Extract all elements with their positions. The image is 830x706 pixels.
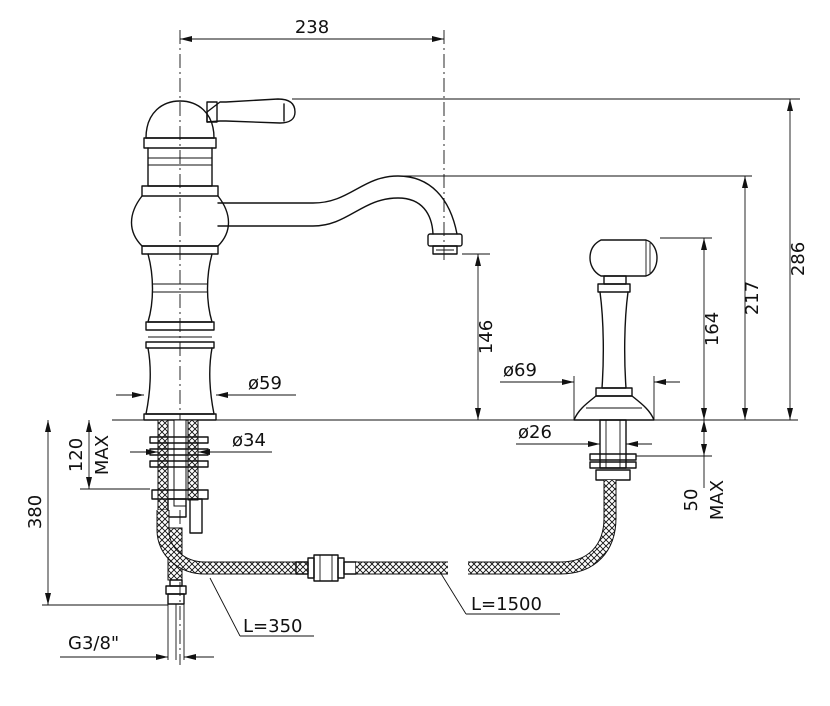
- label-shower-height: 164: [702, 312, 723, 346]
- lever-handle: [206, 98, 296, 124]
- dim-outlet-height: [475, 254, 481, 420]
- label-hose-right: L=1500: [471, 594, 542, 615]
- leader-hose-left: [209, 577, 314, 637]
- extension-lines-right: [292, 98, 800, 255]
- dim-shower-base-diameter: [500, 376, 680, 420]
- label-hole-left: ø34: [232, 430, 266, 451]
- leader-hose-right: [439, 571, 560, 615]
- label-spout-reach: 238: [295, 17, 329, 38]
- mixer-body: [130, 98, 296, 421]
- label-shower-base-diameter: ø69: [503, 360, 537, 381]
- dim-total-height: [787, 99, 793, 420]
- label-outlet-height: 146: [476, 320, 497, 354]
- hose-left: [156, 510, 308, 575]
- dim-spout-reach: [180, 36, 444, 42]
- label-max-deck-right-max: MAX: [707, 480, 728, 520]
- label-max-deck-left-value: 120: [66, 438, 87, 472]
- label-max-deck-right-value: 50: [681, 489, 702, 512]
- dim-hole-left: [130, 449, 272, 455]
- label-hole-right: ø26: [518, 422, 552, 443]
- label-max-deck-left-max: MAX: [92, 435, 113, 475]
- dim-shower-height: [701, 238, 707, 420]
- dim-tail-length: [42, 420, 168, 606]
- dim-max-deck-right: [636, 420, 712, 488]
- label-body-diameter: ø59: [248, 373, 282, 394]
- dim-hole-right: [516, 441, 652, 447]
- label-thread: G3/8": [68, 633, 119, 654]
- hose-right: [356, 480, 617, 575]
- dim-spout-height: [742, 176, 748, 420]
- shower-shank: [589, 419, 637, 481]
- hose-connector: [295, 554, 357, 582]
- dim-max-deck-left: [80, 420, 150, 490]
- label-spout-height: 217: [742, 281, 763, 315]
- label-hose-left: L=350: [243, 616, 302, 637]
- side-shower: [573, 239, 658, 421]
- label-total-height: 286: [788, 242, 809, 276]
- label-tail-length: 380: [25, 495, 46, 529]
- dim-body-diameter: [116, 392, 296, 398]
- spout: [217, 175, 463, 255]
- dim-thread: [60, 654, 214, 660]
